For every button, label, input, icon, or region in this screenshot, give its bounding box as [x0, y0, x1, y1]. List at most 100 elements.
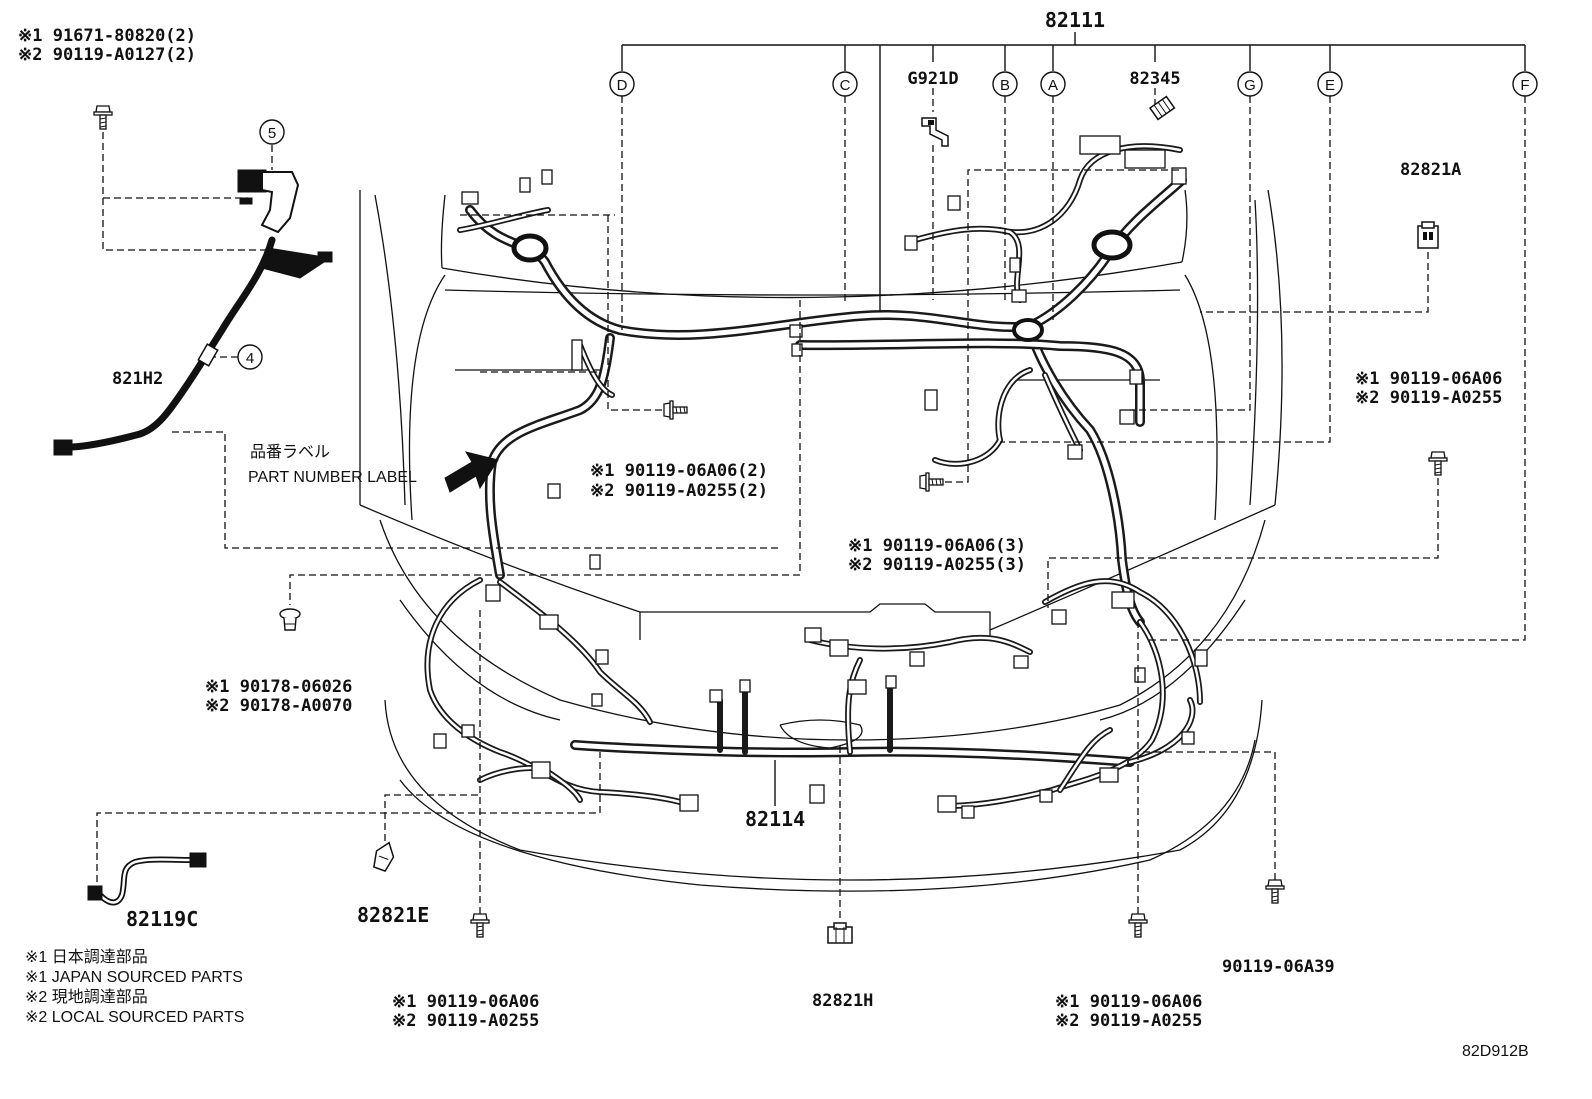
callout-d-label: D: [617, 77, 628, 94]
callout-5[interactable]: 5: [259, 119, 285, 145]
bolt-icon[interactable]: [1265, 879, 1285, 904]
callout-a-label: A: [1048, 77, 1058, 94]
connector: [1039, 789, 1053, 803]
bolt-note-right-2: ※2 90119-A0255: [1355, 388, 1502, 408]
connector: [1194, 649, 1208, 667]
callout-e[interactable]: E: [1317, 71, 1343, 97]
connector: [804, 627, 822, 643]
connector: [591, 693, 603, 707]
harness-82119c[interactable]: [87, 852, 207, 906]
clip-nut-icon[interactable]: [279, 608, 301, 631]
legend-line-2: ※1 JAPAN SOURCED PARTS: [25, 969, 243, 986]
callout-e-label: E: [1325, 77, 1335, 94]
diagram-code: 82D912B: [1462, 1043, 1529, 1060]
connector: [519, 177, 531, 193]
bolt-note-bottom-left-1: ※1 90119-06A06: [392, 992, 539, 1012]
part-82821a-label: 82821A: [1400, 160, 1461, 180]
bolt-note-right-1: ※1 90119-06A06: [1355, 369, 1502, 389]
bolt-note-top-left-1: ※1 91671-80820(2): [18, 26, 196, 46]
connector: [485, 584, 501, 602]
clip-82821h-icon[interactable]: [827, 922, 853, 944]
part-82111-label: 82111: [1045, 8, 1105, 32]
connector: [1134, 667, 1146, 683]
callout-4-label: 4: [246, 350, 254, 367]
connectors: [433, 135, 1208, 819]
callout-f[interactable]: F: [1512, 71, 1538, 97]
part-82345-label: 82345: [1129, 69, 1180, 89]
connector: [709, 689, 723, 703]
connector: [829, 639, 849, 657]
clip-82821a-icon[interactable]: [1417, 221, 1439, 249]
clip-note-left-1: ※1 90178-06026: [205, 677, 352, 697]
dashed-leaders: [96, 88, 1526, 918]
legend: ※1 日本調達部品 ※1 JAPAN SOURCED PARTS ※2 現地調達…: [25, 948, 244, 1026]
connector-icon: [189, 852, 207, 868]
callout-b[interactable]: B: [992, 71, 1018, 97]
connector: [679, 794, 699, 812]
bolt-note-center-2: ※2 90119-A0255(3): [848, 555, 1026, 575]
connector-icon: [53, 439, 73, 456]
connector: [1009, 257, 1021, 273]
bracket-g921d-icon[interactable]: [921, 117, 949, 147]
connector: [461, 191, 479, 205]
legend-line-3: ※2 現地調達部品: [25, 988, 148, 1006]
callout-c[interactable]: C: [832, 71, 858, 97]
connector: [1099, 767, 1119, 783]
connector: [924, 389, 938, 411]
callout-f-label: F: [1520, 77, 1529, 94]
connector: [547, 483, 561, 499]
connector: [809, 784, 825, 804]
connector: [541, 169, 553, 185]
bolt-icon[interactable]: [93, 105, 113, 130]
connector: [1119, 409, 1135, 425]
bolt-90119-06a39-label: 90119-06A39: [1222, 957, 1335, 977]
connector-82345-icon[interactable]: [1148, 95, 1176, 121]
harness-82111[interactable]: [457, 143, 1182, 622]
connector-icon: [87, 885, 103, 901]
part-82119c-label: 82119C: [126, 907, 198, 931]
bolt-note-center-1: ※1 90119-06A06(3): [848, 536, 1026, 556]
connector: [1171, 167, 1187, 185]
connector: [1051, 609, 1067, 625]
grommet-center: [1012, 318, 1044, 342]
grommet-left: [511, 233, 549, 263]
bolt-icon[interactable]: [1128, 913, 1148, 938]
bolt-note-bottom-right-2: ※2 90119-A0255: [1055, 1011, 1202, 1031]
connector: [1124, 149, 1166, 169]
harness-821h2[interactable]: [53, 169, 333, 456]
connector: [1067, 444, 1083, 460]
connector: [433, 733, 447, 749]
part-number-label-arrow: [444, 451, 499, 493]
part-g921d-label: G921D: [907, 69, 958, 89]
callout-5-label: 5: [268, 125, 276, 142]
clip-82821e-icon[interactable]: [371, 840, 397, 873]
callout-g-label: G: [1244, 77, 1256, 94]
connector: [1079, 135, 1121, 155]
bolt-icon[interactable]: [663, 400, 688, 420]
part-82821e-label: 82821E: [357, 903, 429, 927]
connector: [791, 343, 803, 357]
connector: [1129, 369, 1143, 385]
callout-a[interactable]: A: [1040, 71, 1066, 97]
callout-g[interactable]: G: [1237, 71, 1263, 97]
callout-d[interactable]: D: [609, 71, 635, 97]
bolt-icon[interactable]: [919, 472, 944, 492]
connector: [937, 795, 957, 813]
connector: [1013, 655, 1029, 669]
connector: [1181, 731, 1195, 745]
connector: [539, 614, 559, 630]
connector: [961, 805, 975, 819]
legend-line-4: ※2 LOCAL SOURCED PARTS: [25, 1009, 244, 1026]
bolt-icon[interactable]: [470, 913, 490, 938]
bolt-icon[interactable]: [1428, 451, 1448, 476]
grommet-right: [1091, 229, 1133, 261]
clip-note-left-2: ※2 90178-A0070: [205, 696, 352, 716]
connector: [1011, 289, 1027, 303]
connector: [531, 761, 551, 779]
part-number-label-en: PART NUMBER LABEL: [248, 469, 417, 486]
legend-line-1: ※1 日本調達部品: [25, 948, 148, 966]
leader-lines-top: [621, 32, 1526, 312]
part-82114-label: 82114: [745, 807, 805, 831]
callout-4[interactable]: 4: [237, 344, 263, 370]
